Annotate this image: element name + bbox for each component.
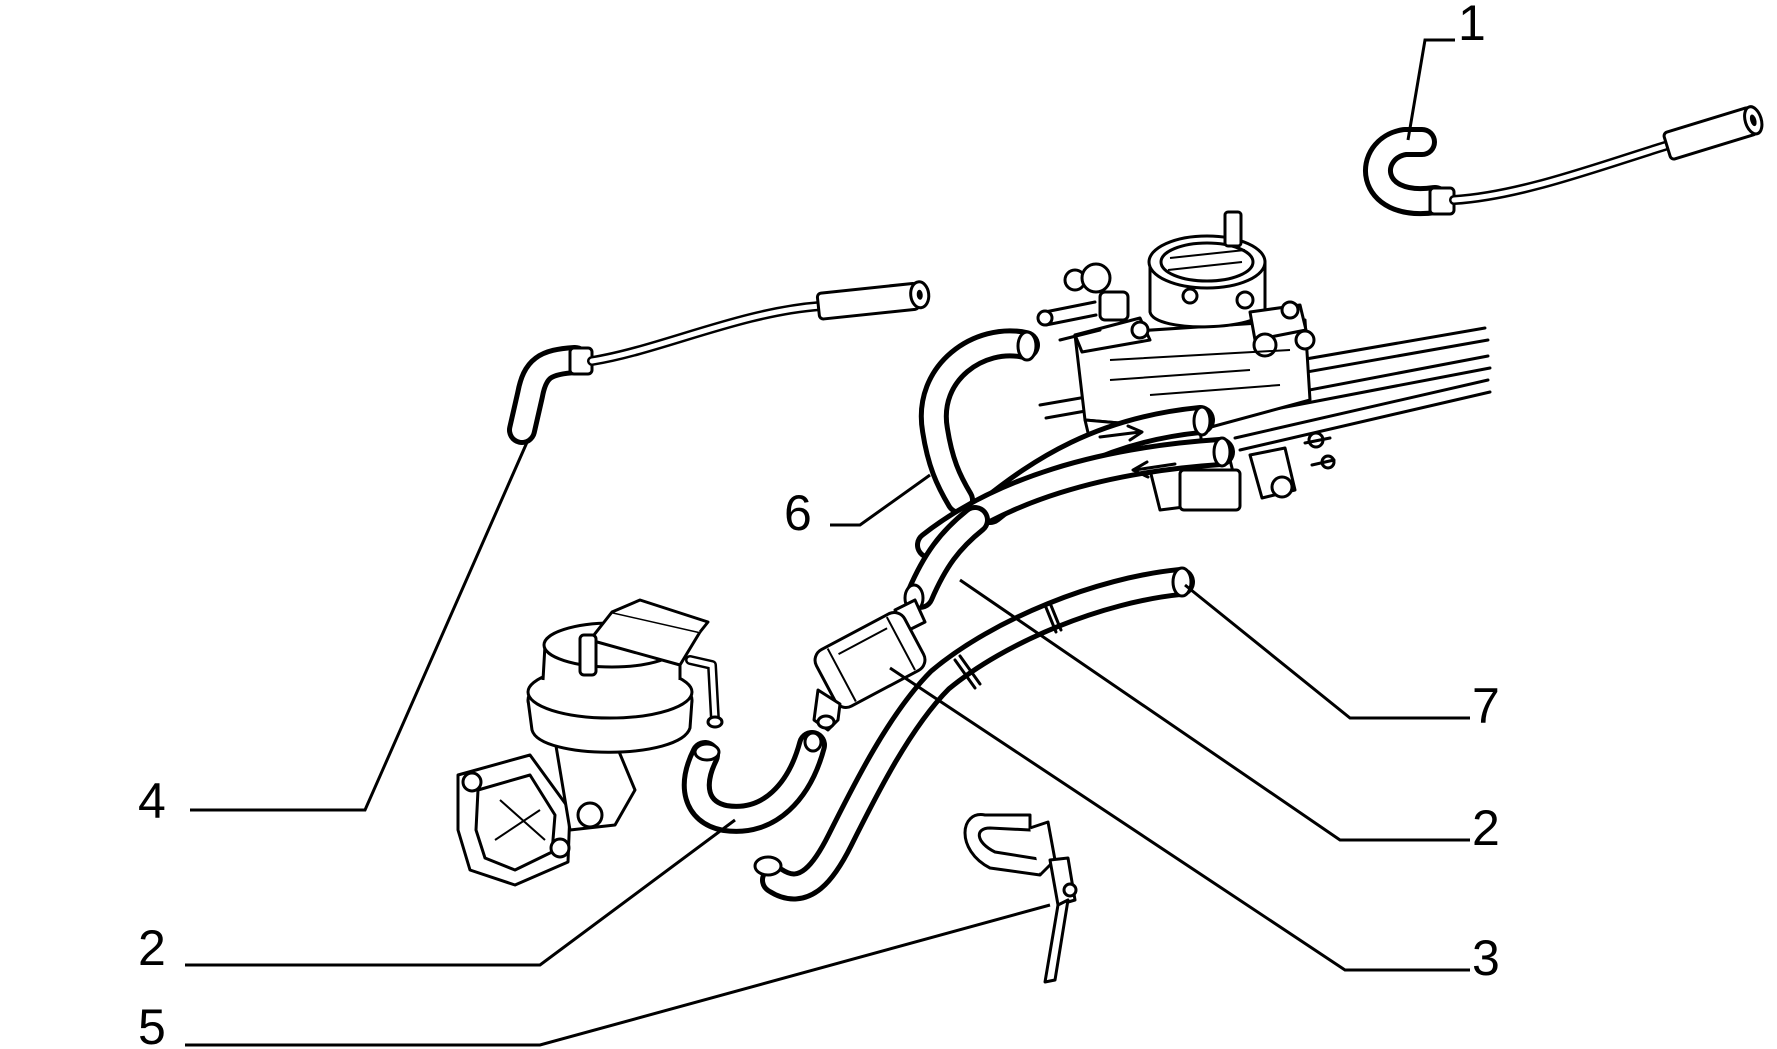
leader-6: [830, 473, 931, 527]
leader-lines: [185, 38, 1470, 1047]
part-2-upper-hose: [903, 505, 990, 613]
callout-2-upper: 2: [1472, 800, 1500, 856]
callout-2-lower: 2: [138, 920, 166, 976]
part-3-fuel-filter: [812, 598, 927, 732]
leader-2a: [185, 818, 736, 967]
callout-4: 4: [138, 773, 166, 829]
callout-labels: 1 6 7 4 2 2 3 5: [138, 0, 1500, 1049]
leader-4: [190, 439, 530, 812]
callout-6: 6: [784, 485, 812, 541]
callout-7: 7: [1472, 678, 1500, 734]
carburettor-assembly: [1036, 210, 1492, 512]
leader-7: [1184, 583, 1470, 720]
flow-arrow-in-icon: [1098, 424, 1144, 442]
callout-3: 3: [1472, 930, 1500, 986]
leader-3: [889, 666, 1470, 972]
part-6-hose: [918, 328, 1040, 515]
callout-1: 1: [1458, 0, 1486, 51]
leader-2b: [959, 578, 1470, 842]
part-4-vent-hose: [507, 280, 931, 445]
flow-arrow-out-icon: [1131, 460, 1177, 479]
part-2-lower-hose: [681, 730, 827, 834]
callout-5: 5: [138, 999, 166, 1049]
leader-5: [185, 903, 1051, 1047]
part-7-return-hose: [753, 566, 1195, 902]
leader-1: [1406, 38, 1455, 141]
fuel-pump: [456, 598, 724, 887]
part-5-hose-clamp: [963, 813, 1078, 984]
part-1-vent-hose: [1363, 105, 1764, 217]
